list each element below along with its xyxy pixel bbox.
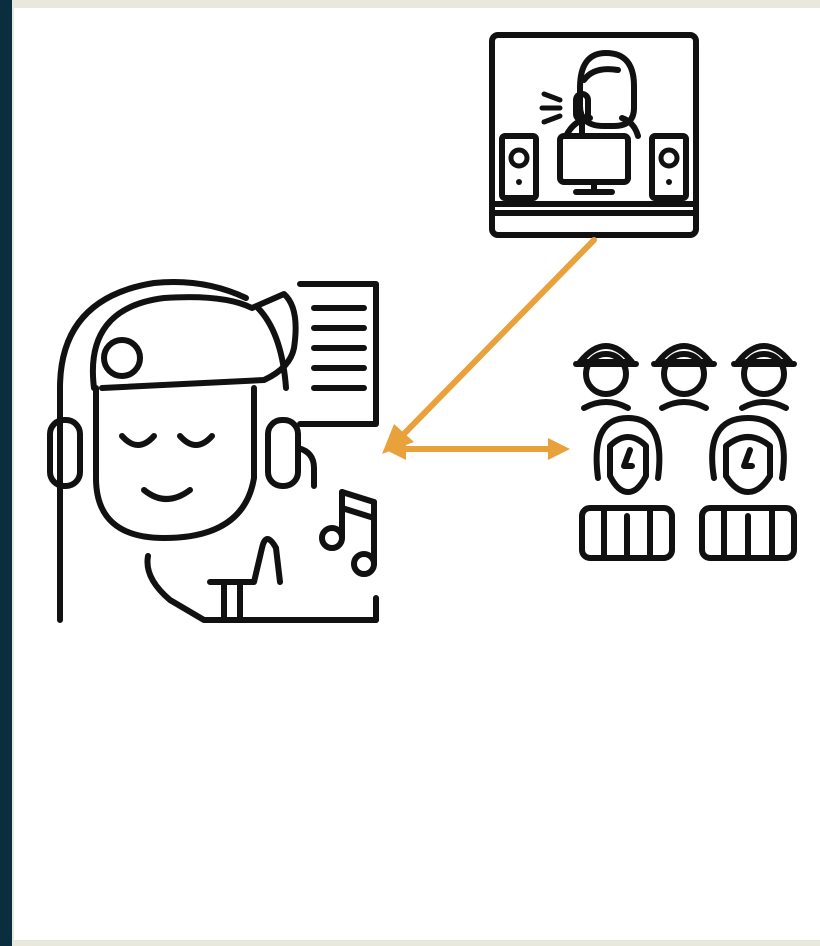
student-back-right [734, 346, 794, 408]
broadcaster-monitor-icon [492, 35, 696, 235]
student-group-icon [576, 346, 794, 558]
diagram-svg [14, 8, 820, 940]
student-back-left [576, 346, 636, 408]
diagram-canvas [14, 8, 820, 940]
student-back-middle [654, 346, 714, 408]
music-listener-icon [50, 282, 376, 620]
left-edge-strip [0, 0, 12, 946]
arrow-broadcaster-to-listener [382, 240, 594, 454]
student-front-right [702, 418, 794, 558]
student-front-left [582, 418, 672, 558]
